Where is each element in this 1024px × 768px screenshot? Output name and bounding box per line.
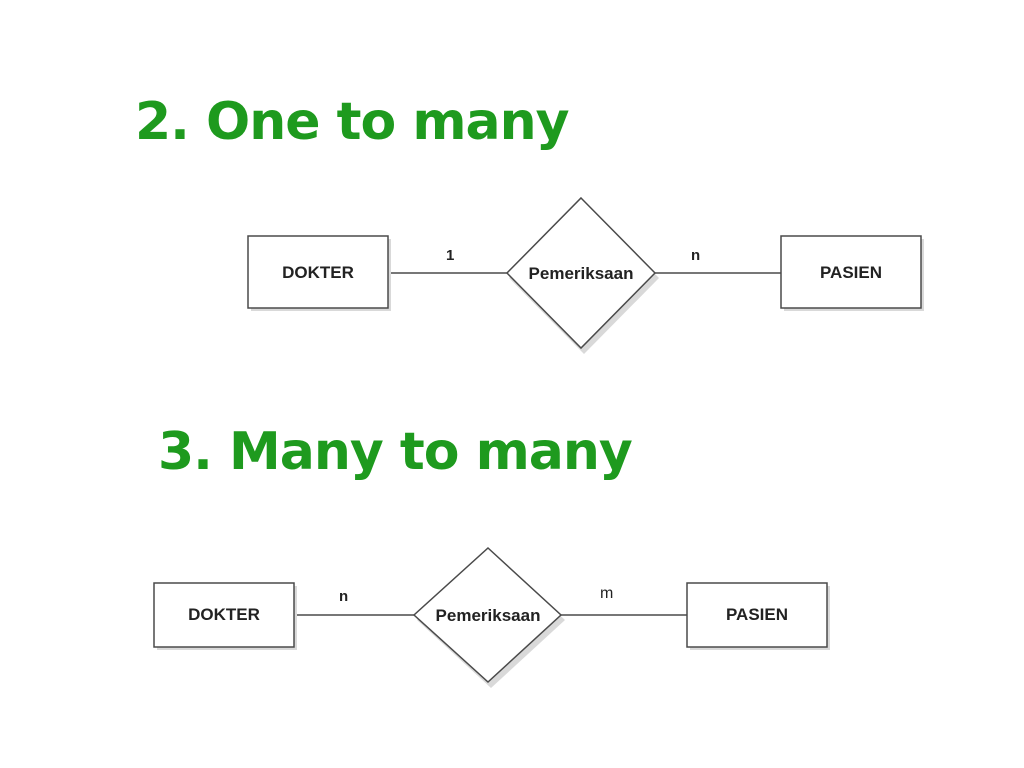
entity-dokter: DOKTER [247, 235, 391, 311]
cardinality-right: m [600, 585, 613, 602]
cardinality-left: n [339, 588, 348, 605]
title-many-to-many: 3. Many to many [158, 422, 633, 482]
relationship-pemeriksaan: Pemeriksaan [412, 546, 565, 688]
erd-one-to-many: DOKTER Pemeriksaan PASIEN 1 n [247, 196, 924, 354]
entity-dokter-label: DOKTER [282, 263, 354, 282]
entity-pasien: PASIEN [686, 582, 830, 650]
entity-pasien: PASIEN [780, 235, 924, 311]
cardinality-right: n [691, 247, 700, 264]
erd-many-to-many: DOKTER Pemeriksaan PASIEN n m [153, 546, 830, 688]
relationship-pemeriksaan-label: Pemeriksaan [436, 606, 541, 625]
relationship-pemeriksaan: Pemeriksaan [505, 196, 659, 354]
entity-dokter: DOKTER [153, 582, 297, 650]
title-one-to-many: 2. One to many [135, 92, 570, 152]
entity-pasien-label: PASIEN [726, 605, 788, 624]
entity-dokter-label: DOKTER [188, 605, 260, 624]
relationship-pemeriksaan-label: Pemeriksaan [529, 264, 634, 283]
cardinality-left: 1 [446, 247, 454, 264]
entity-pasien-label: PASIEN [820, 263, 882, 282]
